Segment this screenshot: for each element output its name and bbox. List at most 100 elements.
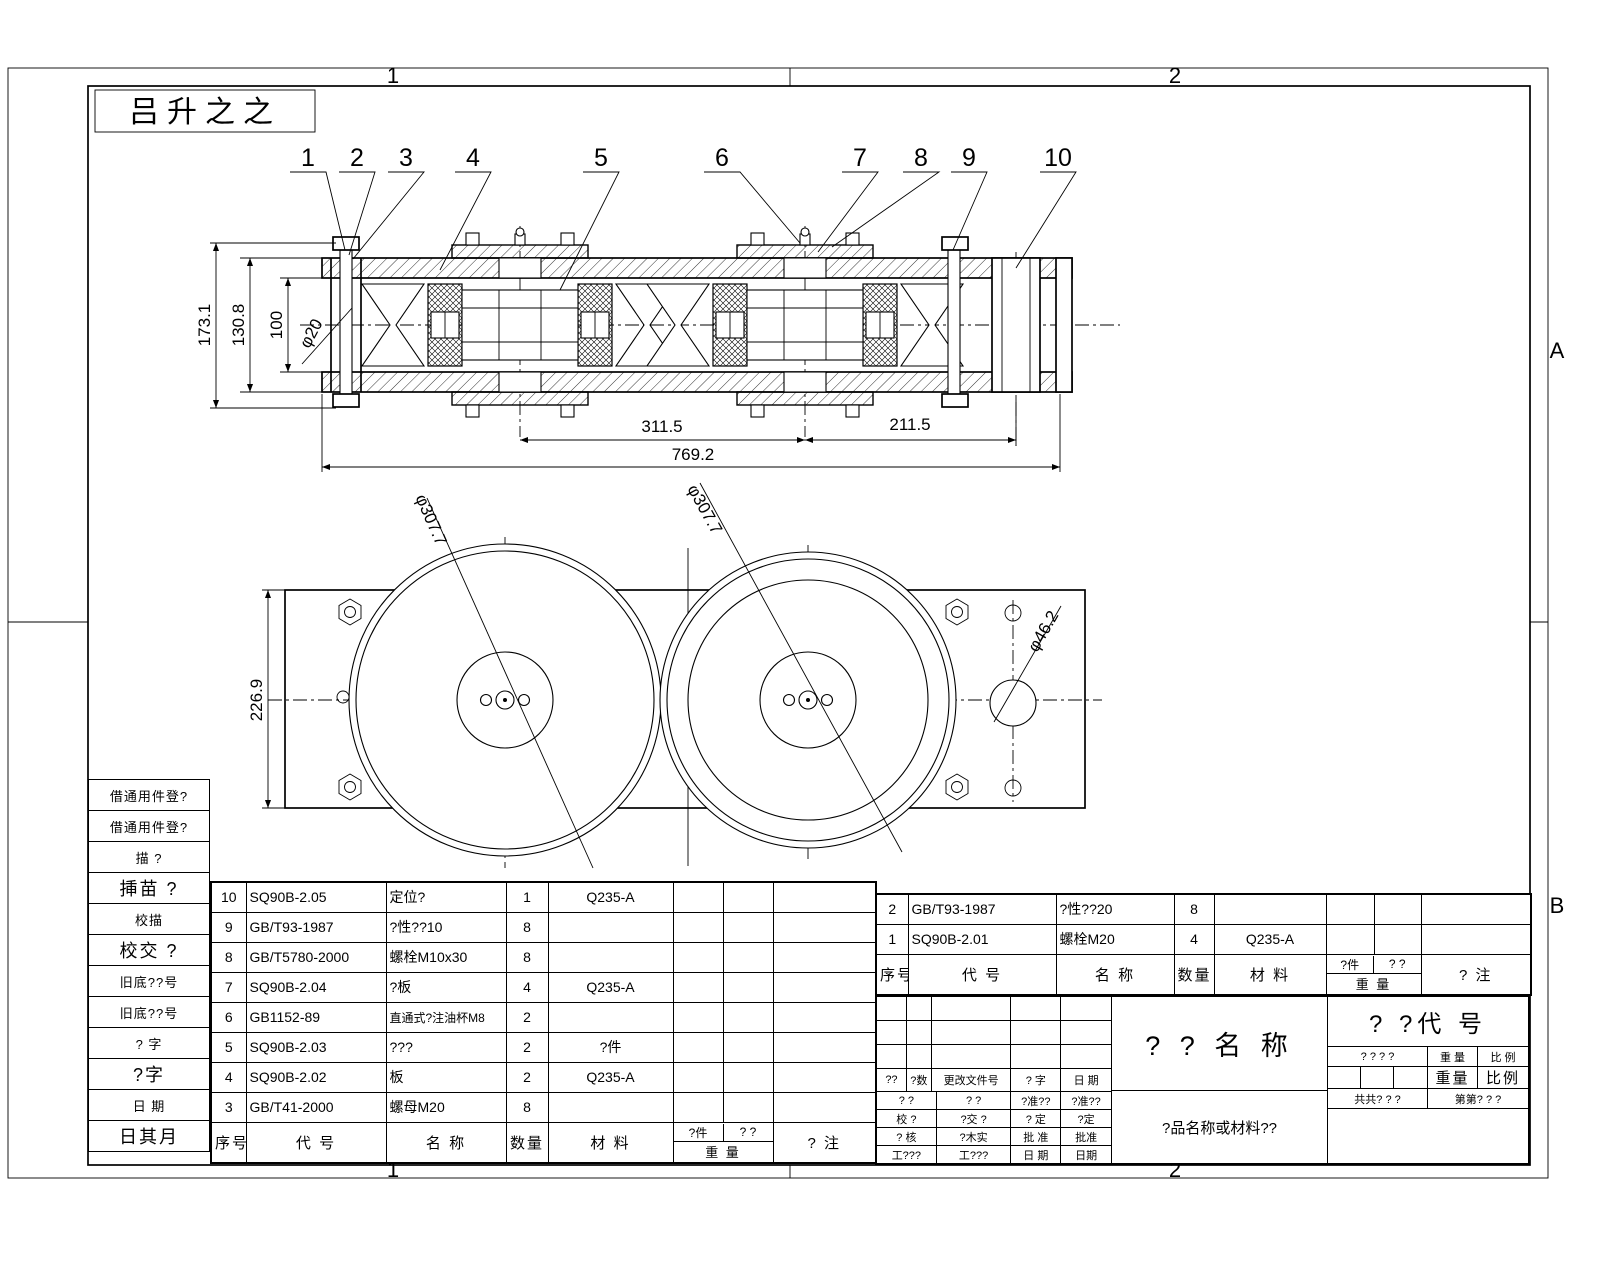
- balloon-4: 4: [466, 144, 480, 172]
- strip-check-trace-value: 校交 ?: [88, 934, 210, 966]
- side-plate-outline: [284, 589, 1086, 809]
- scale-value: 比例: [1485, 1070, 1520, 1087]
- dim-phi46: φ46.2: [1024, 607, 1063, 655]
- balloon-5: 5: [594, 144, 608, 172]
- product-material-note: ?品名称或材料??: [1161, 1119, 1278, 1137]
- title-block-name-area: ? ? 名 称 ?品名称或材料??: [1112, 997, 1328, 1163]
- parts-list-extension-header: 序号 代 号 名 称 数量 材 料 ?件? ? 重 量 ? 注: [875, 953, 1532, 996]
- strip-signature-label: ? 字: [88, 1027, 210, 1059]
- stage-mark-cell: [1361, 1067, 1394, 1088]
- code-sub: ? ? ? ?: [1328, 1047, 1428, 1066]
- strip-trace-label: 描 ?: [88, 841, 210, 873]
- drawing-code: ? ?代 号: [1328, 997, 1528, 1047]
- dim-307-left: φ307.7: [411, 491, 450, 548]
- strip-signature-value: ?字: [88, 1058, 210, 1090]
- balloon-6: 6: [715, 144, 729, 172]
- title-block-revision-area: ?? ?数 更改文件号 ? 字 日 期 ? ?? ? ?准???准?? 校 ??…: [877, 997, 1112, 1163]
- binding-edge-strip: 借通用件登? 借通用件登? 描 ? 挿苗 ? 校描 校交 ? 旧底??号 旧底?…: [88, 779, 210, 1152]
- strip-borrow-record-2: 借通用件登?: [88, 810, 210, 842]
- left-bolt: [330, 236, 362, 408]
- balloon-8: 8: [914, 144, 928, 172]
- signature-row: 校 ??交 ? ? 定?定: [877, 1110, 1111, 1128]
- stage-mark-row: 重量 比例: [1328, 1067, 1528, 1089]
- hole-46: φ46.2: [989, 605, 1063, 727]
- dim-100: 100: [267, 311, 286, 339]
- signature-row: ? ?? ? ?准???准??: [877, 1092, 1111, 1110]
- revision-empty-row: [877, 1045, 1111, 1069]
- zone-label: 1: [387, 63, 399, 88]
- sheet-count-row: 共共? ? ? 第第? ? ?: [1328, 1089, 1528, 1109]
- title-block-blank-area: [1328, 1109, 1528, 1163]
- stage-mark-cell: [1328, 1067, 1361, 1088]
- weight-header-cell: ?件? ? 重 量: [672, 1121, 774, 1164]
- balloon-7: 7: [853, 144, 867, 172]
- signature-row: 工???工??? 日 期日期: [877, 1146, 1111, 1163]
- stamp-box: 吕升之之: [94, 89, 316, 133]
- zone-label: 2: [1169, 63, 1181, 88]
- weight-header-cell: ?件? ? 重 量: [1325, 953, 1422, 996]
- balloon-1: 1: [301, 144, 315, 172]
- strip-old-drawing-no-1: 旧底??号: [88, 965, 210, 997]
- strip-old-drawing-no-2: 旧底??号: [88, 996, 210, 1028]
- strip-date-value: 日其月: [88, 1120, 210, 1152]
- revision-header-row: ?? ?数 更改文件号 ? 字 日 期: [877, 1069, 1111, 1092]
- wheel-assembly-right: [712, 227, 898, 418]
- stage-mark-cell: [1394, 1067, 1428, 1088]
- dim-307-right: φ307.7: [684, 481, 727, 537]
- dim-211: 211.5: [889, 415, 930, 434]
- weight-label: 重 量: [1428, 1047, 1478, 1066]
- parts-list-header: 序号 代 号 名 称 数量 材 料 ?件? ? 重 量 ? 注: [210, 1121, 877, 1164]
- drawing-name: ? ? 名 称: [1112, 997, 1327, 1091]
- weight-value: 重量: [1428, 1067, 1478, 1088]
- dim-311: 311.5: [641, 417, 682, 436]
- balloon-10: 10: [1044, 144, 1072, 172]
- sheets-total: 共共? ? ?: [1328, 1089, 1428, 1108]
- strip-check-trace-label: 校描: [88, 903, 210, 935]
- corner-bolts: [336, 598, 1022, 801]
- pulley-right: [659, 551, 957, 849]
- strip-date-label: 日 期: [88, 1089, 210, 1121]
- zone-label: A: [1550, 338, 1565, 363]
- balloon-callouts: 1 2 3 4 5 6 7 8 9 10: [290, 144, 1077, 291]
- top-view-dimensions: 173.1 130.8 100 φ20 311.5 211.5 769.2: [195, 242, 1061, 472]
- revision-empty-row: [877, 1021, 1111, 1045]
- dim-130: 130.8: [229, 304, 248, 347]
- scale-label: 比 例: [1490, 1051, 1516, 1064]
- dim-226: 226.9: [247, 679, 266, 722]
- strip-borrow-record-1: 借通用件登?: [88, 779, 210, 811]
- stamp-text: 吕升之之: [129, 96, 281, 129]
- spacer-block: [991, 257, 1073, 393]
- dim-173: 173.1: [195, 304, 214, 347]
- strip-trace-value: 挿苗 ?: [88, 872, 210, 904]
- revision-empty-row: [877, 997, 1111, 1021]
- zone-label: B: [1550, 893, 1565, 918]
- code-sub-row: ? ? ? ? 重 量 比 例: [1328, 1047, 1528, 1067]
- sheet-number: 第第? ? ?: [1454, 1093, 1502, 1106]
- right-bolt: [941, 236, 969, 408]
- front-view: φ46.2 φ307.7 φ307.7 226.9: [247, 481, 1102, 869]
- balloon-9: 9: [962, 144, 976, 172]
- signature-row: ? 核?木实 批 准批准: [877, 1128, 1111, 1146]
- top-section-view: 1 2 3 4 5 6 7 8 9 10 173.1 130.8 100: [195, 144, 1120, 472]
- title-block-code-area: ? ?代 号 ? ? ? ? 重 量 比 例 重量 比例 共共? ? ? 第第?…: [1328, 997, 1528, 1163]
- title-block: ?? ?数 更改文件号 ? 字 日 期 ? ?? ? ?准???准?? 校 ??…: [875, 995, 1530, 1165]
- balloon-3: 3: [399, 144, 413, 172]
- balloon-2: 2: [350, 144, 364, 172]
- signature-rows: ? ?? ? ?准???准?? 校 ??交 ? ? 定?定 ? 核?木实 批 准…: [877, 1092, 1111, 1163]
- dim-phi20: φ20: [296, 316, 327, 351]
- wheel-assembly-left: [427, 227, 613, 418]
- dim-769: 769.2: [672, 445, 715, 464]
